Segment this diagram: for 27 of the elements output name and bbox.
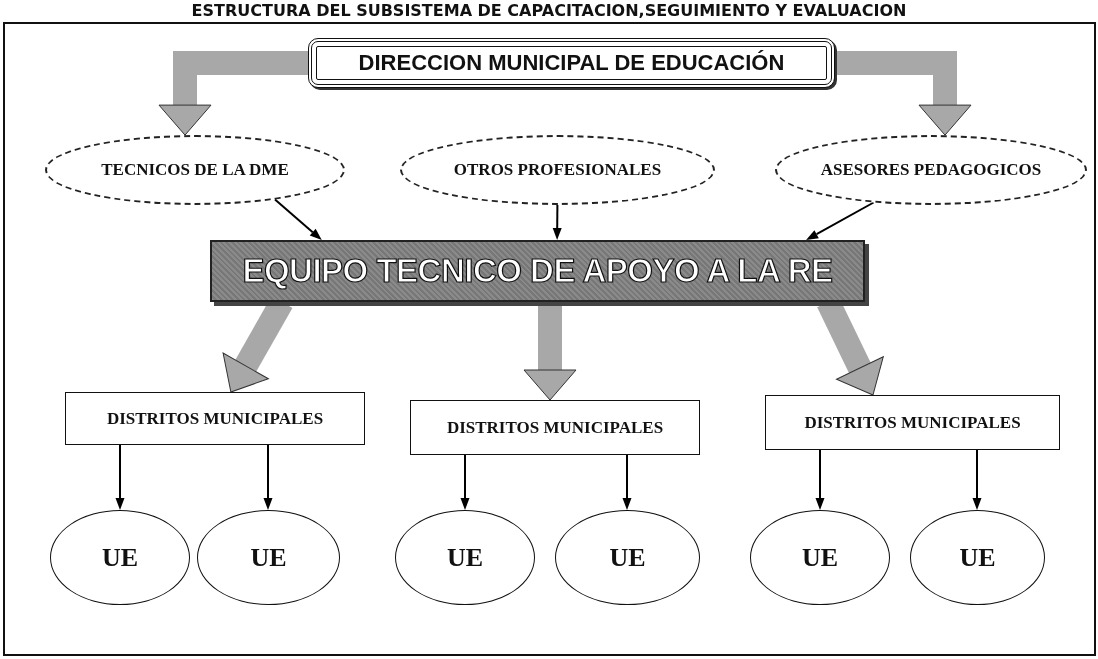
node-text: UE — [608, 542, 647, 573]
node-text: UE — [445, 542, 485, 573]
arrow — [815, 449, 825, 510]
node-text: DISTRITOS MUNICIPALES — [445, 417, 665, 438]
node-text: DISTRITOS MUNICIPALES — [105, 408, 325, 429]
district-box — [765, 395, 1060, 450]
node-text: UE — [100, 542, 140, 573]
district-box — [65, 392, 365, 445]
node-text: DIRECCION MUNICIPAL DE EDUCACIÓN — [357, 50, 786, 76]
arrow — [552, 204, 562, 240]
node-text: UE — [249, 542, 288, 573]
heading-box — [308, 38, 835, 88]
district-box — [410, 400, 700, 455]
arrow — [274, 198, 322, 241]
node-text: UE — [958, 542, 997, 573]
block-arrow — [158, 51, 308, 136]
arrow — [115, 444, 125, 510]
node-text: DISTRITOS MUNICIPALES — [803, 412, 1022, 433]
node-text: OTROS PROFESIONALES — [452, 160, 663, 180]
diagram-title: ESTRUCTURA DEL SUBSISTEMA DE CAPACITACION,SEGUIMIENTO Y EVALUACION — [190, 1, 908, 20]
node-text: TECNICOS DE LA DME — [100, 160, 290, 180]
node-text: ASESORES PEDAGOGICOS — [819, 160, 1043, 180]
arrow — [460, 454, 470, 510]
arrow — [622, 454, 632, 510]
node-text: UE — [800, 542, 840, 573]
arrow — [972, 449, 982, 510]
arrow — [263, 444, 273, 510]
